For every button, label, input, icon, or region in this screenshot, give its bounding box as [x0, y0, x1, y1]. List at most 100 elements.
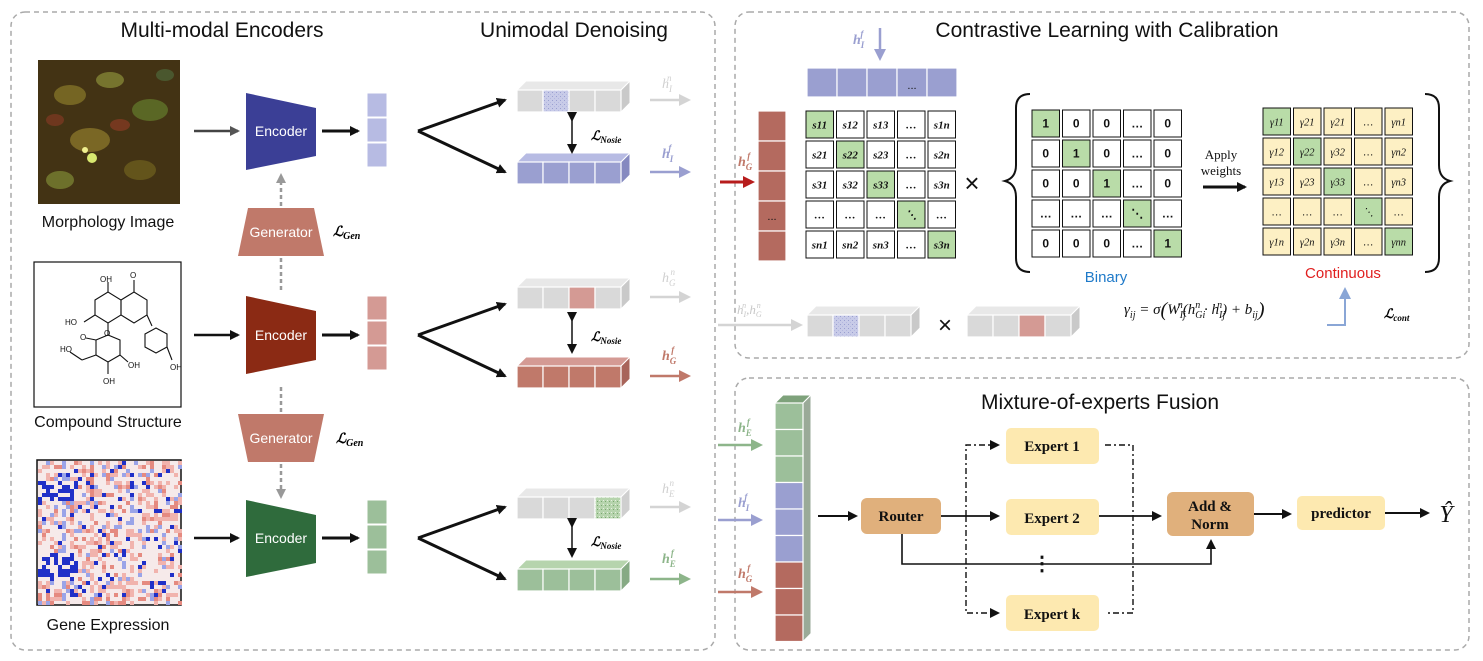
binary-matrix-cell [1092, 109, 1121, 138]
svg-text:HO: HO [65, 318, 77, 327]
binary-matrix-cell-text: 0 [1042, 147, 1049, 161]
binary-matrix-cell-text: 0 [1103, 237, 1110, 251]
expert-2-box: Expert 2 [1006, 499, 1099, 535]
image-noise-label: hIn [662, 73, 673, 94]
expert1-out-dashed [1105, 444, 1134, 614]
cont-matrix-cell-text: … [1364, 178, 1373, 189]
generator-2-loss: ℒGen [336, 432, 364, 449]
contrastive-panel [734, 11, 1470, 359]
sim-matrix-cell [927, 170, 956, 199]
generator-2: Generator [238, 414, 324, 462]
binary-matrix-cell-text: … [1040, 207, 1052, 221]
binary-matrix-cell [1123, 229, 1152, 258]
sim-matrix-cell [805, 110, 834, 139]
binary-matrix-cell-text: … [1131, 177, 1143, 191]
cont-matrix-cell [1323, 167, 1352, 196]
binary-matrix-cell [1092, 169, 1121, 198]
cont-matrix-cell [1323, 227, 1352, 256]
compound-feature-vector [515, 355, 632, 390]
gene-noise-label: hEn [662, 478, 675, 499]
compound-caption: Compound Structure [34, 414, 182, 431]
compound-noise-vector [515, 276, 632, 311]
binary-matrix-cell [1123, 199, 1152, 228]
predictor-label: predictor [1311, 506, 1371, 522]
cont-matrix-cell-text: … [1364, 148, 1373, 159]
binary-matrix-cell-text: … [1131, 237, 1143, 251]
sim-matrix-cell-text: … [875, 210, 886, 222]
sim-matrix-cell-text: s32 [842, 180, 859, 192]
gene-expression-heatmap [36, 459, 182, 606]
expert-2-label: Expert 2 [1024, 511, 1079, 527]
router-box: Router [861, 498, 941, 534]
sim-matrix-cell [836, 140, 865, 169]
add-norm-line2: Norm [1191, 517, 1229, 533]
binary-matrix-cell [1062, 139, 1091, 168]
image-encoder-label: Encoder [255, 123, 307, 139]
sim-matrix-cell [897, 140, 926, 169]
cont-matrix-cell [1293, 167, 1322, 196]
cont-matrix-cell [1262, 227, 1291, 256]
cont-matrix-cell [1323, 197, 1352, 226]
binary-matrix-cell [1031, 139, 1060, 168]
binary-matrix-cell [1123, 139, 1152, 168]
cont-matrix-cell-text: … [1364, 238, 1373, 249]
binary-matrix-cell-text: 0 [1073, 177, 1080, 191]
cont-matrix-cell-text: γ2n [1300, 238, 1315, 249]
binary-matrix-cell-text: 1 [1103, 177, 1110, 191]
binary-matrix-cell [1031, 229, 1060, 258]
binary-matrix-cell [1153, 229, 1182, 258]
binary-matrix-cell-text: 0 [1164, 177, 1171, 191]
image-split-arrows [417, 97, 507, 174]
sim-matrix-cell-text: … [906, 150, 917, 162]
predictor-box: predictor [1297, 496, 1385, 530]
binary-matrix-cell [1062, 169, 1091, 198]
cont-matrix-cell-text: γ23 [1300, 178, 1315, 189]
svg-text:O: O [80, 333, 86, 342]
contrastive-title: Contrastive Learning with Calibration [935, 19, 1278, 42]
moe-input-compound-label: hGf [738, 563, 753, 584]
cont-matrix-cell [1384, 167, 1413, 196]
gene-embedding-vector [366, 499, 388, 575]
sim-matrix-cell-text: s2n [933, 150, 950, 162]
binary-matrix-cell-text: … [1131, 147, 1143, 161]
sim-matrix-cell-text: … [845, 210, 856, 222]
binary-matrix-cell-text: … [1070, 207, 1082, 221]
cont-matrix-cell-text: γn3 [1391, 178, 1406, 189]
cont-matrix-cell-text: γ11 [1270, 118, 1284, 129]
sim-matrix-cell [805, 170, 834, 199]
binary-matrix-cell-text: ⋱ [1131, 207, 1143, 221]
sim-matrix-cell [836, 170, 865, 199]
cont-matrix-cell [1323, 137, 1352, 166]
binary-matrix-cell [1031, 109, 1060, 138]
gene-feat-label: hEf [662, 548, 676, 569]
cont-matrix-cell-text: … [1303, 208, 1312, 219]
binary-matrix-cell-text: 0 [1042, 177, 1049, 191]
binary-matrix-cell-text: 0 [1103, 117, 1110, 131]
cont-matrix-cell-text: γ21 [1300, 118, 1315, 129]
cont-matrix-cell-text: γ22 [1300, 148, 1315, 159]
router-residual-arrow [901, 534, 1216, 565]
sim-matrix-cell [836, 230, 865, 259]
cont-matrix-cell-text: … [1364, 118, 1373, 129]
expert-1-box: Expert 1 [1006, 428, 1099, 464]
apply-weights-line2: weights [1201, 163, 1241, 178]
sim-matrix-cell-text: s1n [933, 120, 950, 132]
gene-split-arrows [417, 504, 507, 581]
gene-encoder: Encoder [246, 500, 316, 577]
sim-matrix-cell-text: … [814, 210, 825, 222]
binary-matrix-cell [1062, 229, 1091, 258]
cont-matrix-cell-text: γ32 [1330, 148, 1345, 159]
formula-to-continuous-arrow [1327, 287, 1351, 326]
sim-matrix-cell [836, 200, 865, 229]
cont-matrix-cell-text: ⋱ [1363, 208, 1374, 219]
cont-matrix-cell [1354, 227, 1383, 256]
moe-title: Mixture-of-experts Fusion [981, 391, 1219, 414]
times-symbol-2: × [938, 312, 952, 339]
svg-text:OH: OH [103, 377, 115, 386]
sim-matrix-cell-text: s12 [842, 120, 859, 132]
cont-matrix-cell [1354, 197, 1383, 226]
cont-matrix-cell-text: γ33 [1330, 178, 1345, 189]
cont-matrix-cell [1354, 107, 1383, 136]
binary-matrix-cell [1153, 109, 1182, 138]
